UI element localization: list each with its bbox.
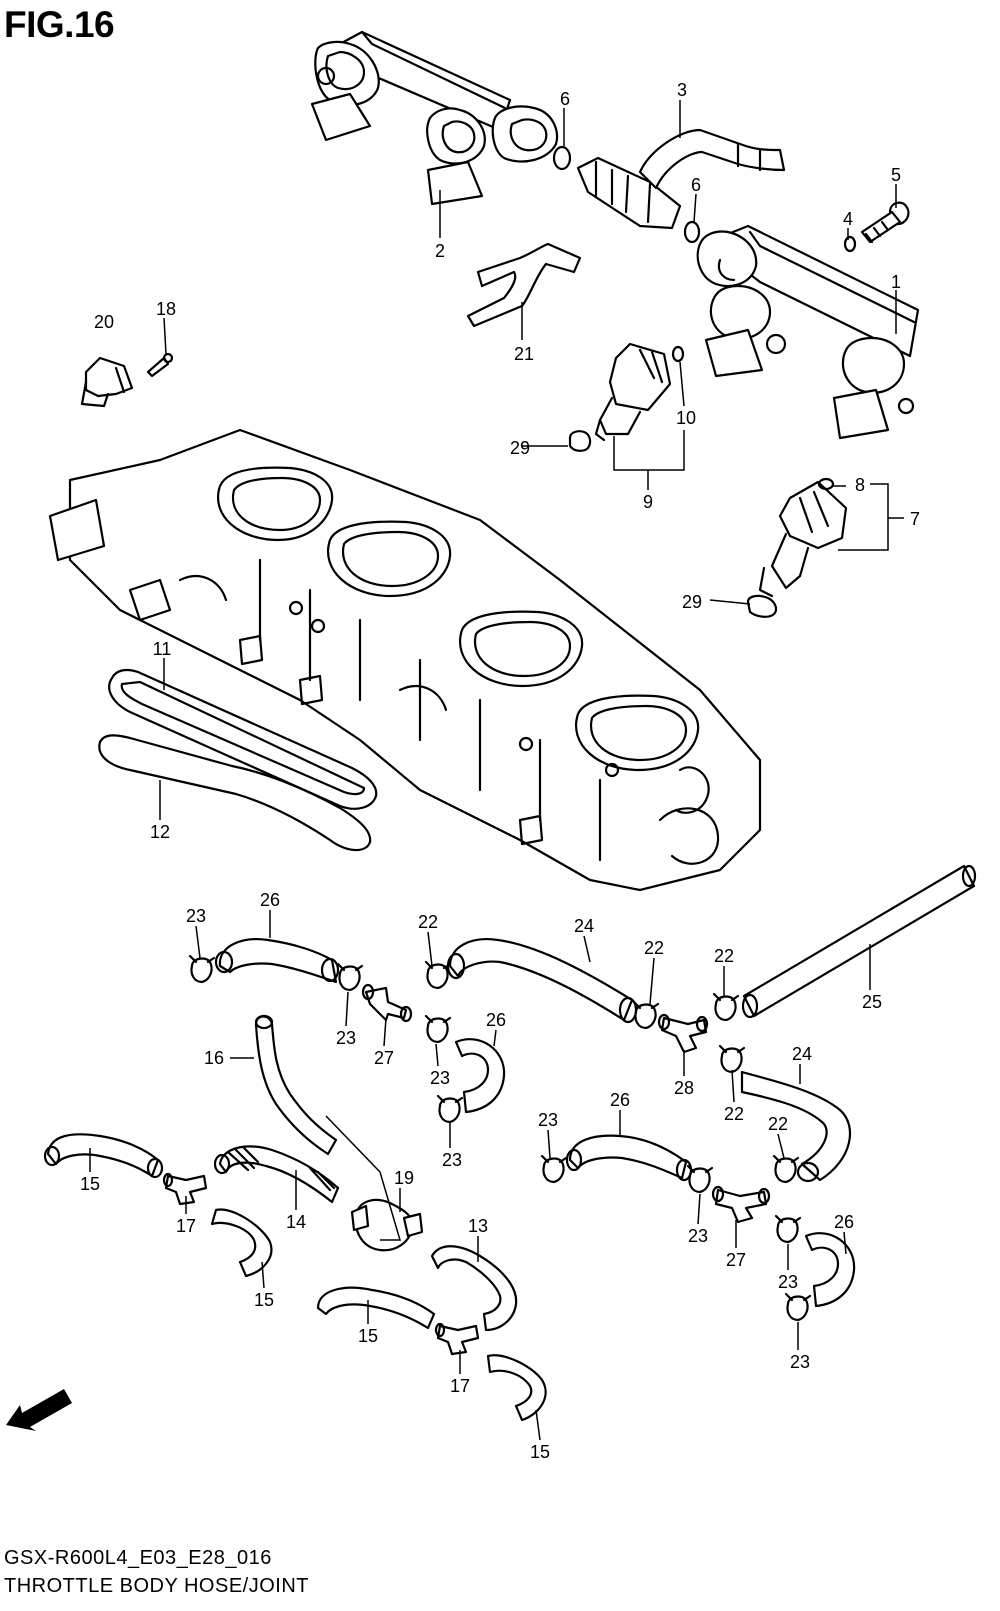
hose-25	[742, 864, 976, 1018]
callout-15: 15	[80, 1174, 100, 1194]
callout-26: 26	[834, 1212, 854, 1232]
callout-20: 20	[94, 312, 114, 332]
fuel-joint-3	[576, 128, 786, 230]
callout-23: 23	[430, 1068, 450, 1088]
callout-14: 14	[286, 1212, 306, 1232]
callout-23: 23	[778, 1272, 798, 1292]
hose-14	[213, 1145, 340, 1204]
callout-24: 24	[574, 916, 594, 936]
hose-13	[430, 1245, 518, 1332]
callout-22: 22	[724, 1104, 744, 1124]
callout-6: 6	[560, 89, 570, 109]
injector-9	[594, 342, 672, 442]
section-title: THROTTLE BODY HOSE/JOINT	[4, 1575, 309, 1597]
hose-clamps	[188, 954, 812, 1322]
fuel-rail-2	[310, 30, 559, 206]
callout-26: 26	[610, 1090, 630, 1110]
callout-1: 1	[891, 272, 901, 292]
o-ring-6	[552, 145, 572, 171]
callout-17: 17	[176, 1216, 196, 1236]
callout-22: 22	[644, 938, 664, 958]
bolt-5	[860, 201, 910, 244]
leader-lines	[89, 100, 904, 1441]
callout-19: 19	[394, 1168, 414, 1188]
callout-5: 5	[891, 165, 901, 185]
figure-title: FIG.16	[4, 4, 115, 45]
hose-26	[454, 1038, 506, 1114]
clamp-21	[466, 242, 582, 328]
callout-18: 18	[156, 299, 176, 319]
hose-26	[568, 1134, 688, 1180]
hose-26	[218, 938, 338, 984]
callout-17: 17	[450, 1376, 470, 1396]
callout-24: 24	[792, 1044, 812, 1064]
hose-16	[254, 1015, 338, 1156]
callout-4: 4	[843, 209, 853, 229]
o-ring-8	[817, 477, 835, 491]
callout-28: 28	[674, 1078, 694, 1098]
forward-direction-icon	[6, 1389, 72, 1431]
seal-29	[746, 594, 778, 618]
callout-23: 23	[186, 906, 206, 926]
callout-29: 29	[510, 438, 530, 458]
callout-6: 6	[691, 175, 701, 195]
o-ring-6	[683, 220, 701, 244]
callout-26: 26	[260, 890, 280, 910]
callout-8: 8	[855, 475, 865, 495]
hose-15	[46, 1133, 160, 1178]
hose-15	[316, 1286, 436, 1330]
callout-23: 23	[336, 1028, 356, 1048]
callout-labels: 1 2 3 4 5 6 6 7 8 9 10 11 12 13 14 15 15…	[80, 80, 920, 1462]
t-joint-27	[711, 1185, 771, 1224]
hose-15	[210, 1208, 273, 1278]
joint-19	[350, 1198, 424, 1252]
callout-16: 16	[204, 1048, 224, 1068]
hose-15	[486, 1354, 547, 1422]
callout-15: 15	[530, 1442, 550, 1462]
seal-29	[568, 430, 592, 452]
hose-24	[448, 938, 634, 1022]
callout-27: 27	[726, 1250, 746, 1270]
callout-23: 23	[688, 1226, 708, 1246]
callout-21: 21	[514, 344, 534, 364]
throttle-body-assembly	[48, 428, 762, 892]
callout-29: 29	[682, 592, 702, 612]
hose-24	[740, 1070, 852, 1182]
callout-23: 23	[442, 1150, 462, 1170]
hose-12	[98, 734, 372, 852]
screw-18	[146, 352, 174, 378]
t-joint-17	[162, 1172, 208, 1206]
model-code: GSX-R600L4_E03_E28_016	[4, 1547, 272, 1569]
callout-23: 23	[790, 1352, 810, 1372]
callout-15: 15	[358, 1326, 378, 1346]
callout-15: 15	[254, 1290, 274, 1310]
washer-4	[843, 235, 857, 253]
callout-26: 26	[486, 1010, 506, 1030]
o-ring-10	[671, 345, 685, 363]
callout-22: 22	[714, 946, 734, 966]
callout-3: 3	[677, 80, 687, 100]
callout-27: 27	[374, 1048, 394, 1068]
callout-2: 2	[435, 241, 445, 261]
callout-23: 23	[538, 1110, 558, 1130]
callout-25: 25	[862, 992, 882, 1012]
hose-26	[804, 1232, 856, 1308]
callout-22: 22	[418, 912, 438, 932]
sensor-20	[80, 356, 134, 408]
callout-10: 10	[676, 408, 696, 428]
callout-22: 22	[768, 1114, 788, 1134]
injector-7	[758, 480, 848, 598]
callout-12: 12	[150, 822, 170, 842]
fuel-rail-1	[696, 224, 920, 440]
callout-7: 7	[910, 509, 920, 529]
callout-9: 9	[643, 492, 653, 512]
t-joint-28	[657, 1013, 709, 1054]
t-joint-27	[361, 983, 413, 1023]
callout-13: 13	[468, 1216, 488, 1236]
t-joint-17	[434, 1322, 480, 1356]
hose-11	[108, 668, 378, 810]
callout-11: 11	[153, 639, 172, 659]
